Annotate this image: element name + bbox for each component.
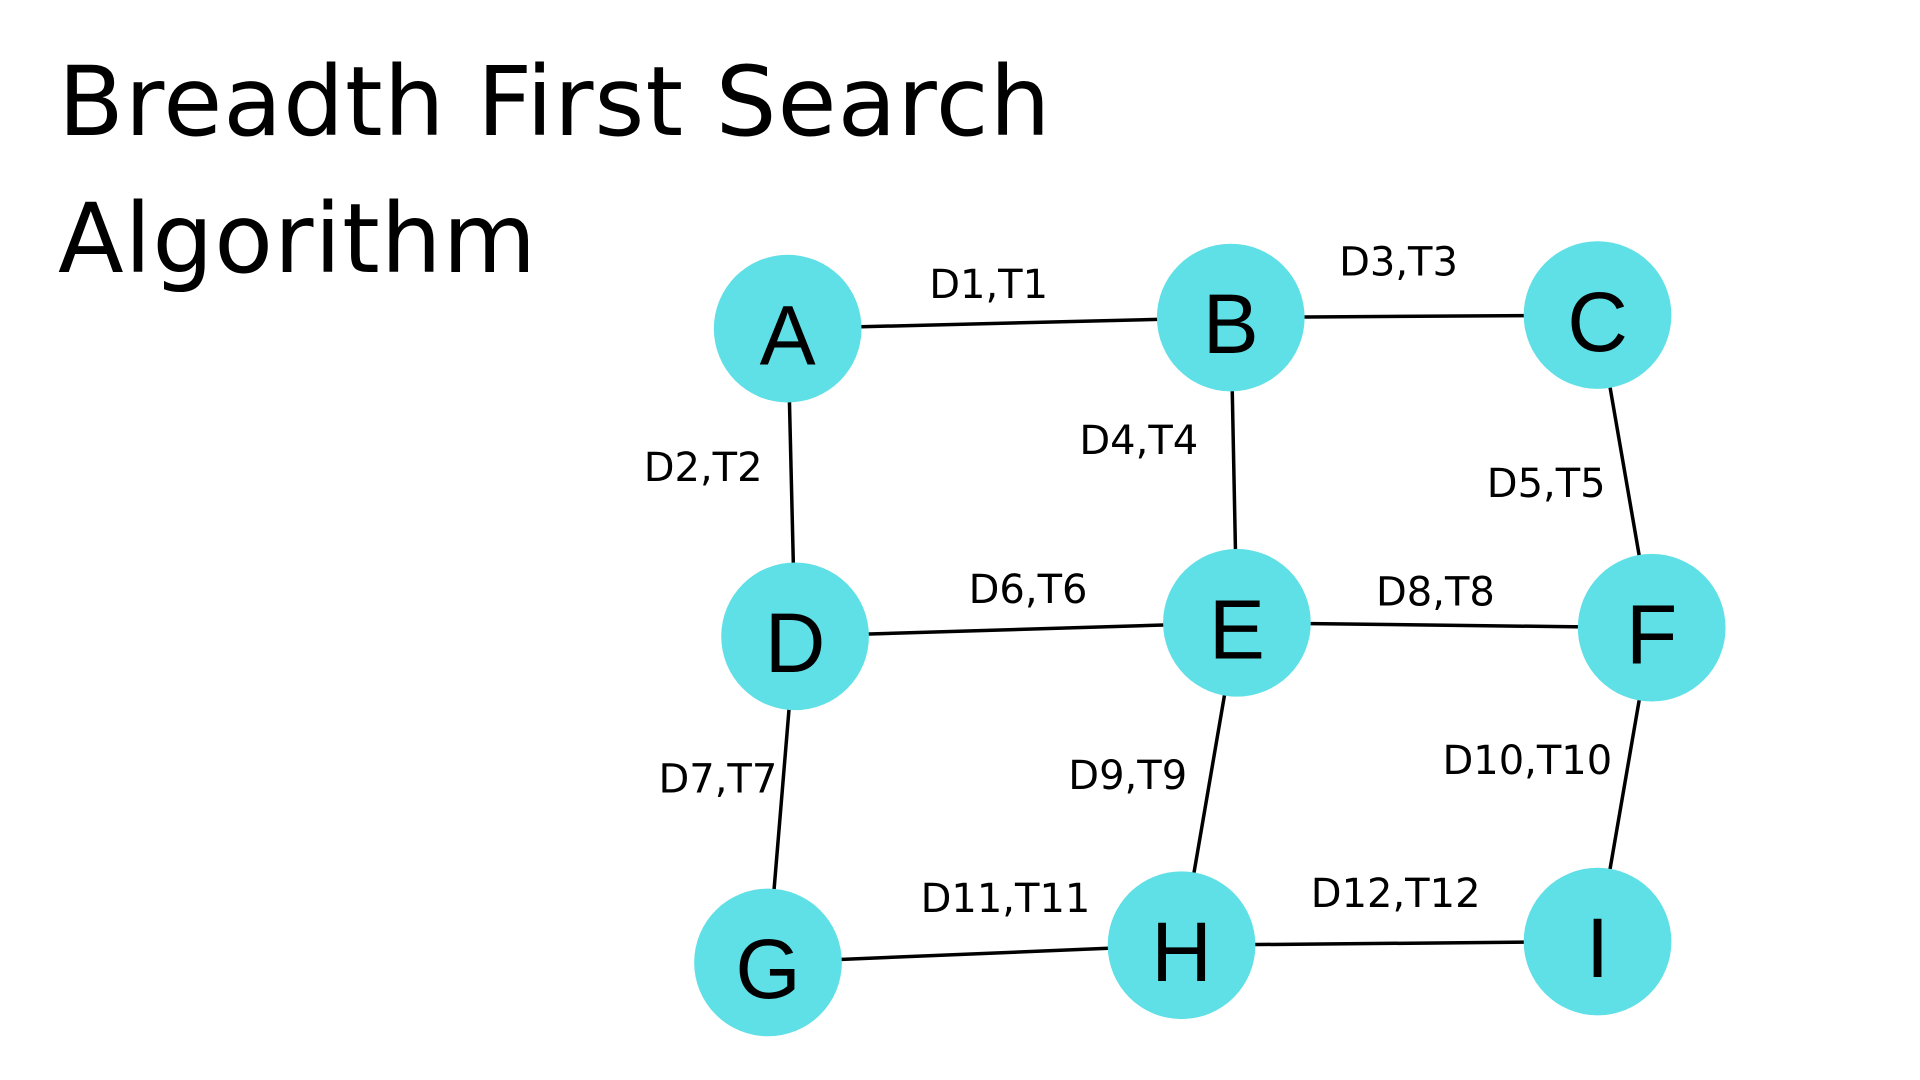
node-circle-c	[1523, 241, 1672, 389]
edge-label-h-i: D12,T12	[1311, 871, 1481, 917]
node-label-c: C	[1567, 275, 1628, 369]
title-line-2: Algorithm	[58, 183, 538, 295]
node-circle-e	[1163, 548, 1311, 697]
edge-label-d-e: D6,T6	[969, 567, 1088, 613]
edge-a-b	[787, 315, 1231, 331]
node-circle-a	[713, 254, 862, 403]
title-line-1: Breadth First Search	[58, 46, 1052, 158]
node-label-h: H	[1151, 905, 1212, 999]
node-e: E	[1163, 548, 1311, 697]
edge-label-e-f: D8,T8	[1376, 570, 1495, 616]
edge-label-d-g: D7,T7	[658, 757, 777, 803]
node-circle-h	[1107, 871, 1256, 1020]
node-b: B	[1156, 243, 1305, 392]
node-i: I	[1523, 867, 1672, 1016]
edge-label-b-e: D4,T4	[1079, 418, 1198, 464]
edge-label-e-h: D9,T9	[1068, 753, 1187, 799]
node-circle-b	[1156, 243, 1305, 392]
node-circle-g	[694, 888, 842, 1037]
node-c: C	[1523, 241, 1672, 389]
node-circle-f	[1577, 553, 1726, 702]
node-label-e: E	[1209, 582, 1265, 676]
node-d: D	[721, 562, 869, 711]
edge-label-a-b: D1,T1	[929, 262, 1048, 308]
page-title: Breadth First Search Algorithm	[58, 34, 1051, 308]
node-label-g: G	[735, 922, 800, 1016]
node-label-b: B	[1203, 277, 1259, 371]
node-circle-d	[721, 562, 869, 711]
node-a: A	[713, 254, 862, 403]
node-f: F	[1577, 553, 1726, 702]
node-label-a: A	[760, 288, 816, 382]
nodes-layer: A B C D E F G H I	[694, 241, 1726, 1037]
node-h: H	[1107, 871, 1256, 1020]
node-circle-i	[1523, 867, 1672, 1016]
node-label-f: F	[1626, 587, 1677, 681]
edge-label-f-i: D10,T10	[1442, 738, 1612, 784]
edge-label-g-h: D11,T11	[921, 876, 1091, 922]
edge-label-b-c: D3,T3	[1339, 240, 1458, 286]
node-label-d: D	[765, 596, 826, 690]
node-label-i: I	[1586, 901, 1609, 995]
edge-label-c-f: D5,T5	[1487, 461, 1606, 507]
node-g: G	[694, 888, 842, 1037]
edge-label-a-d: D2,T2	[644, 445, 763, 491]
